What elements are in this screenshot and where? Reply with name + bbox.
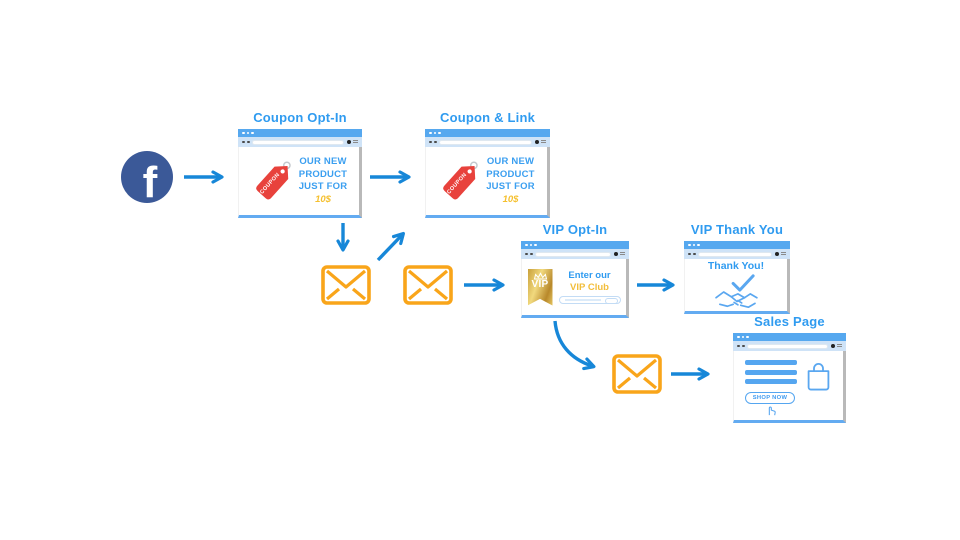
cursor-icon xyxy=(745,406,797,416)
back-icon xyxy=(242,140,245,144)
menu-icon xyxy=(781,251,786,257)
back-icon xyxy=(525,252,528,256)
vip-line1: Enter our xyxy=(568,270,611,281)
window-content: VIP Enter our VIP Club xyxy=(521,259,629,318)
email-signup-field xyxy=(558,296,621,305)
coupon-price: 10$ xyxy=(502,193,519,205)
url-bar xyxy=(439,139,532,145)
account-icon xyxy=(346,140,351,144)
url-bar xyxy=(252,139,344,145)
back-icon xyxy=(737,344,740,348)
window-toolbar xyxy=(238,137,362,147)
account-icon xyxy=(613,252,618,256)
back-icon xyxy=(429,140,432,144)
window-titlebar xyxy=(425,129,550,137)
shop-now-button: SHOP NOW xyxy=(745,391,795,404)
coupon-line: JUST FOR xyxy=(486,181,535,192)
window-content: SHOP NOW xyxy=(733,351,846,423)
coupon-line: OUR NEW xyxy=(486,156,535,167)
coupon-line: PRODUCT xyxy=(298,168,348,180)
forward-icon xyxy=(693,252,696,256)
sales-page-title: Sales Page xyxy=(754,314,825,329)
coupon-line: JUST FOR xyxy=(298,181,348,192)
forward-icon xyxy=(742,344,745,348)
shop-now-label: SHOP NOW xyxy=(752,394,788,401)
coupon-price: 10$ xyxy=(315,193,331,205)
node-coupon-opt-in: Coupon Opt-In COUPON xyxy=(238,111,362,218)
coupon-text: OUR NEW PRODUCT JUST FOR 10$ xyxy=(299,156,348,206)
email-icon xyxy=(403,265,453,305)
browser-window: Thank You! xyxy=(684,241,790,314)
email-icon xyxy=(612,354,662,394)
text-line-placeholder xyxy=(745,369,797,375)
window-titlebar xyxy=(733,333,846,341)
arrow-vip-optin-to-email3 xyxy=(553,320,596,371)
crown-icon xyxy=(533,271,547,280)
url-bar xyxy=(698,251,772,257)
window-titlebar xyxy=(238,129,362,137)
window-content: COUPON OUR NEW PRODUCT JUST FOR 10$ xyxy=(425,147,550,218)
facebook-icon: f xyxy=(121,151,173,203)
node-coupon-link: Coupon & Link COUPON xyxy=(425,111,550,218)
coupon-line: PRODUCT xyxy=(486,168,535,180)
vip-thank-you-title: VIP Thank You xyxy=(690,222,784,237)
window-content: Thank You! xyxy=(684,259,790,314)
coupon-tag-icon: COUPON xyxy=(255,161,291,200)
coupon-text: OUR NEW PRODUCT JUST FOR 10$ xyxy=(486,156,535,206)
vip-badge-icon: VIP xyxy=(527,268,553,306)
browser-window: SHOP NOW xyxy=(733,333,846,423)
text-line-placeholder xyxy=(745,379,797,384)
node-sales-page: Sales Page SHOP NOW xyxy=(733,314,846,423)
shopping-bag-icon xyxy=(805,355,832,397)
window-titlebar xyxy=(684,241,790,249)
text-line-placeholder xyxy=(745,360,797,365)
back-icon xyxy=(688,252,691,256)
email-icon xyxy=(321,265,371,305)
menu-icon xyxy=(353,139,358,145)
forward-icon xyxy=(434,140,437,144)
vip-badge-label: VIP xyxy=(531,278,549,290)
browser-window: VIP Enter our VIP Club xyxy=(521,241,629,318)
url-bar xyxy=(535,251,611,257)
window-toolbar xyxy=(684,249,790,259)
menu-icon xyxy=(541,139,546,145)
vip-opt-in-title: VIP Opt-In xyxy=(542,222,608,237)
url-bar xyxy=(747,343,828,349)
window-toolbar xyxy=(425,137,550,147)
menu-icon xyxy=(837,343,842,349)
account-icon xyxy=(830,344,835,348)
coupon-link-title: Coupon & Link xyxy=(439,110,536,125)
window-toolbar xyxy=(733,341,846,351)
browser-window: COUPON OUR NEW PRODUCT JUST FOR 10$ xyxy=(238,129,362,218)
coupon-tag-icon: COUPON xyxy=(443,161,478,200)
coupon-line: OUR NEW xyxy=(299,156,347,167)
vip-line2: VIP Club xyxy=(570,282,609,293)
window-toolbar xyxy=(521,249,629,259)
sales-text-block: SHOP NOW xyxy=(745,355,797,416)
thank-you-message: Thank You! xyxy=(707,259,765,272)
window-content: COUPON OUR NEW PRODUCT JUST FOR 10$ xyxy=(238,147,362,218)
vip-text: Enter our VIP Club xyxy=(558,270,621,305)
menu-icon xyxy=(620,251,625,257)
window-titlebar xyxy=(521,241,629,249)
node-vip-thank-you: VIP Thank You Thank You! xyxy=(684,223,790,314)
handshake-check-icon xyxy=(715,273,758,308)
account-icon xyxy=(534,140,539,144)
coupon-opt-in-title: Coupon Opt-In xyxy=(253,110,347,125)
facebook-letter: f xyxy=(142,158,158,204)
forward-icon xyxy=(530,252,533,256)
browser-window: COUPON OUR NEW PRODUCT JUST FOR 10$ xyxy=(425,129,550,218)
forward-icon xyxy=(247,140,250,144)
arrow-email1-to-coupon-link xyxy=(376,231,405,262)
node-vip-opt-in: VIP Opt-In VIP Enter our VIP C xyxy=(521,223,629,318)
account-icon xyxy=(774,252,779,256)
